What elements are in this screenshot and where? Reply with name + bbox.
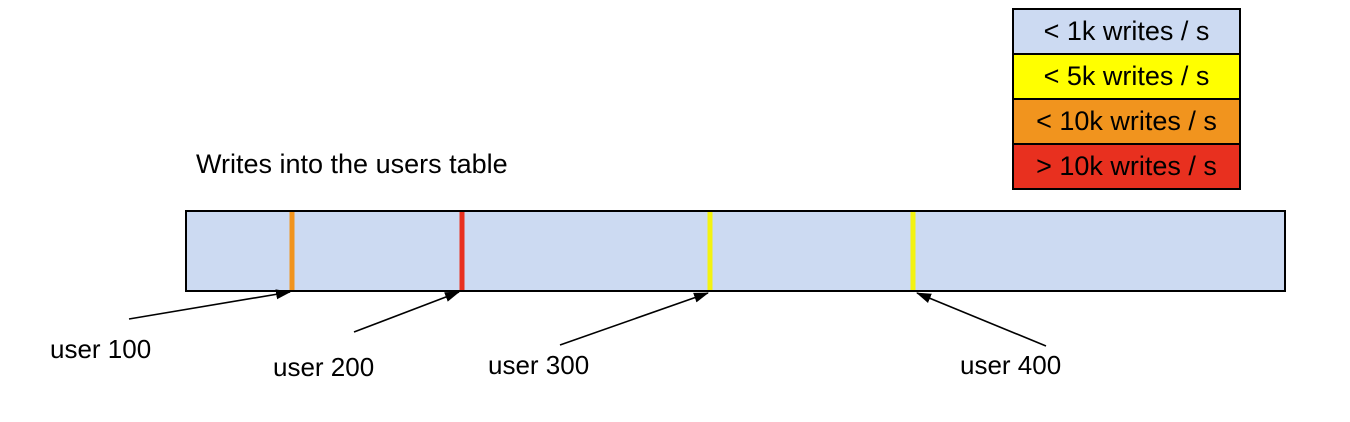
write-rate-marker-user-400 <box>910 212 916 290</box>
users-table-bar <box>185 210 1286 292</box>
write-rate-marker-user-200 <box>459 212 465 290</box>
diagram-title: Writes into the users table <box>196 149 508 179</box>
arrow-user-200 <box>353 291 460 333</box>
user-label-100: user 100 <box>50 334 152 364</box>
arrow-user-300 <box>559 292 709 346</box>
legend-label: < 10k writes / s <box>1036 106 1217 136</box>
legend-row-gt-10k: > 10k writes / s <box>1012 143 1241 190</box>
legend-label: < 5k writes / s <box>1043 61 1210 91</box>
arrow-user-100 <box>128 289 291 320</box>
user-label-200: user 200 <box>273 352 375 382</box>
legend-row-lt-1k: < 1k writes / s <box>1012 8 1241 55</box>
write-rate-marker-user-100 <box>289 212 295 290</box>
legend-row-lt-5k: < 5k writes / s <box>1012 53 1241 100</box>
user-label-300: user 300 <box>488 350 590 380</box>
arrow-user-400 <box>916 292 1047 347</box>
legend-row-lt-10k: < 10k writes / s <box>1012 98 1241 145</box>
legend-label: > 10k writes / s <box>1036 151 1217 181</box>
legend: < 1k writes / s < 5k writes / s < 10k wr… <box>1012 8 1241 190</box>
write-rate-marker-user-300 <box>707 212 713 290</box>
legend-label: < 1k writes / s <box>1043 16 1210 46</box>
user-label-400: user 400 <box>960 350 1062 380</box>
